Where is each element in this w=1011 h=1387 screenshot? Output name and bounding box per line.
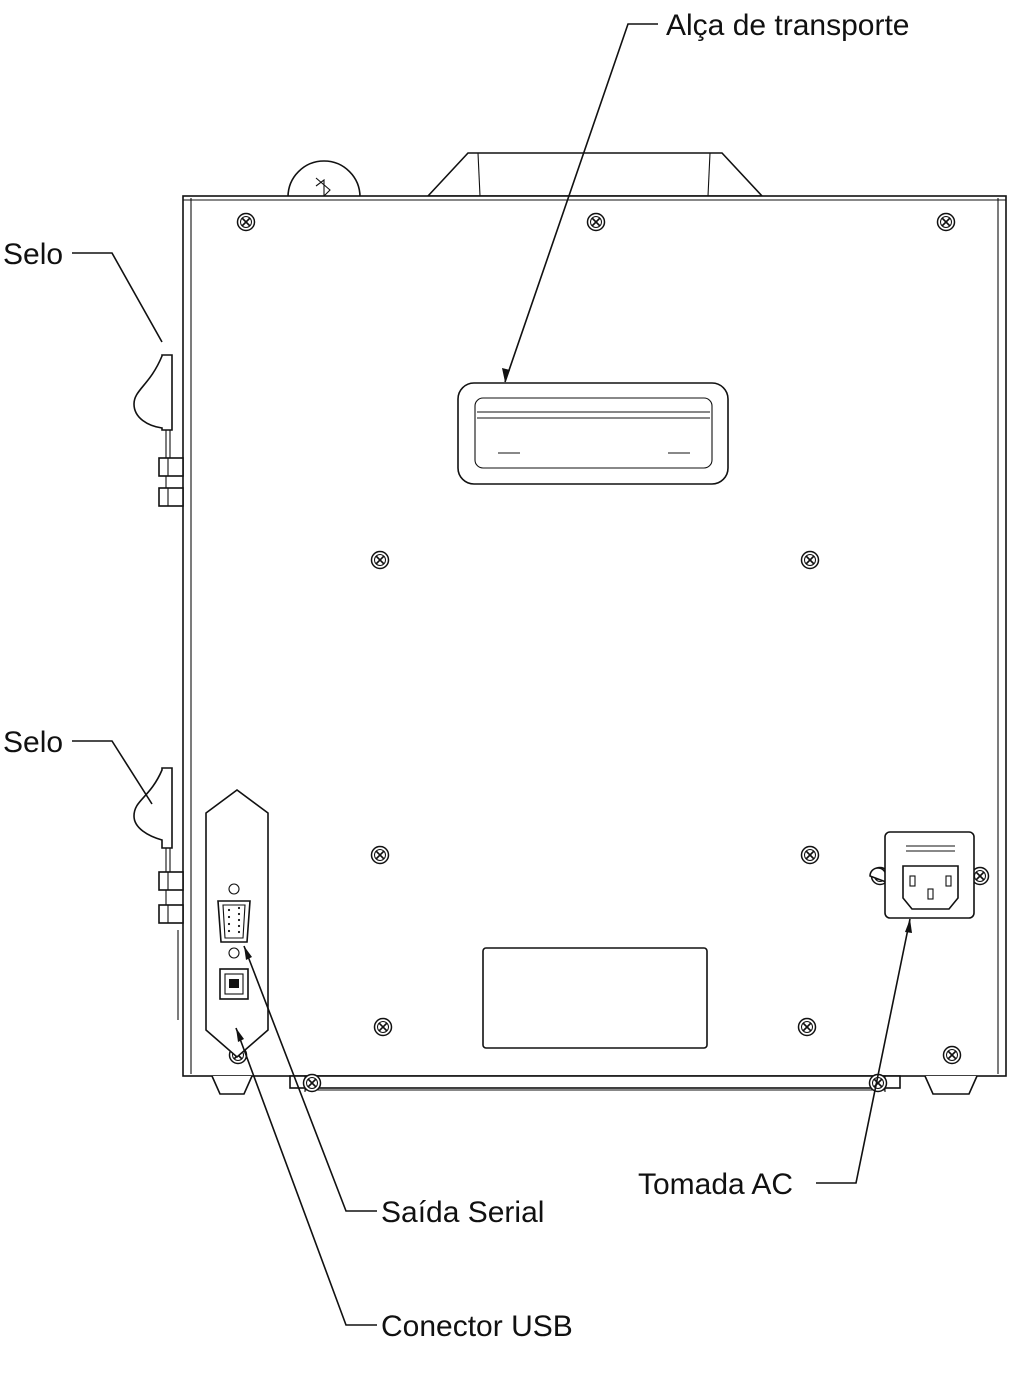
- usb-b-port-icon[interactable]: [219, 968, 249, 1000]
- label-seal-top: Selo: [3, 238, 63, 271]
- label-carry-handle: Alça de transporte: [666, 9, 909, 42]
- screw-icon: [800, 550, 820, 570]
- screw-icon: [800, 845, 820, 865]
- bluetooth-icon: [315, 177, 331, 198]
- bottom-rail: [289, 1073, 901, 1093]
- screw-icon: [936, 212, 956, 232]
- carry-handle: [457, 382, 729, 485]
- label-serial-output: Saída Serial: [381, 1196, 544, 1229]
- screw-icon: [373, 1017, 393, 1037]
- bluetooth-knob: [287, 160, 361, 198]
- screw-icon: [797, 1017, 817, 1037]
- screw-icon: [236, 212, 256, 232]
- label-ac-socket: Tomada AC: [638, 1168, 793, 1201]
- label-seal-bottom: Selo: [3, 726, 63, 759]
- iec-ac-inlet-icon[interactable]: [869, 831, 975, 919]
- seal-clip-top: [133, 354, 184, 507]
- screw-icon: [370, 845, 390, 865]
- label-plate: [482, 947, 708, 1049]
- foot-left: [211, 1075, 253, 1095]
- top-handle-housing: [426, 152, 764, 197]
- screw-icon: [370, 550, 390, 570]
- screw-icon: [942, 1045, 962, 1065]
- screw-icon: [586, 212, 606, 232]
- interface-plate: [205, 789, 269, 1059]
- rear-panel: [182, 195, 1007, 1077]
- db9-serial-port-icon[interactable]: [217, 900, 251, 943]
- foot-right: [924, 1075, 978, 1095]
- seal-clip-bottom: [133, 767, 184, 1020]
- label-usb-connector: Conector USB: [381, 1310, 573, 1343]
- leader-lines: [72, 23, 912, 1326]
